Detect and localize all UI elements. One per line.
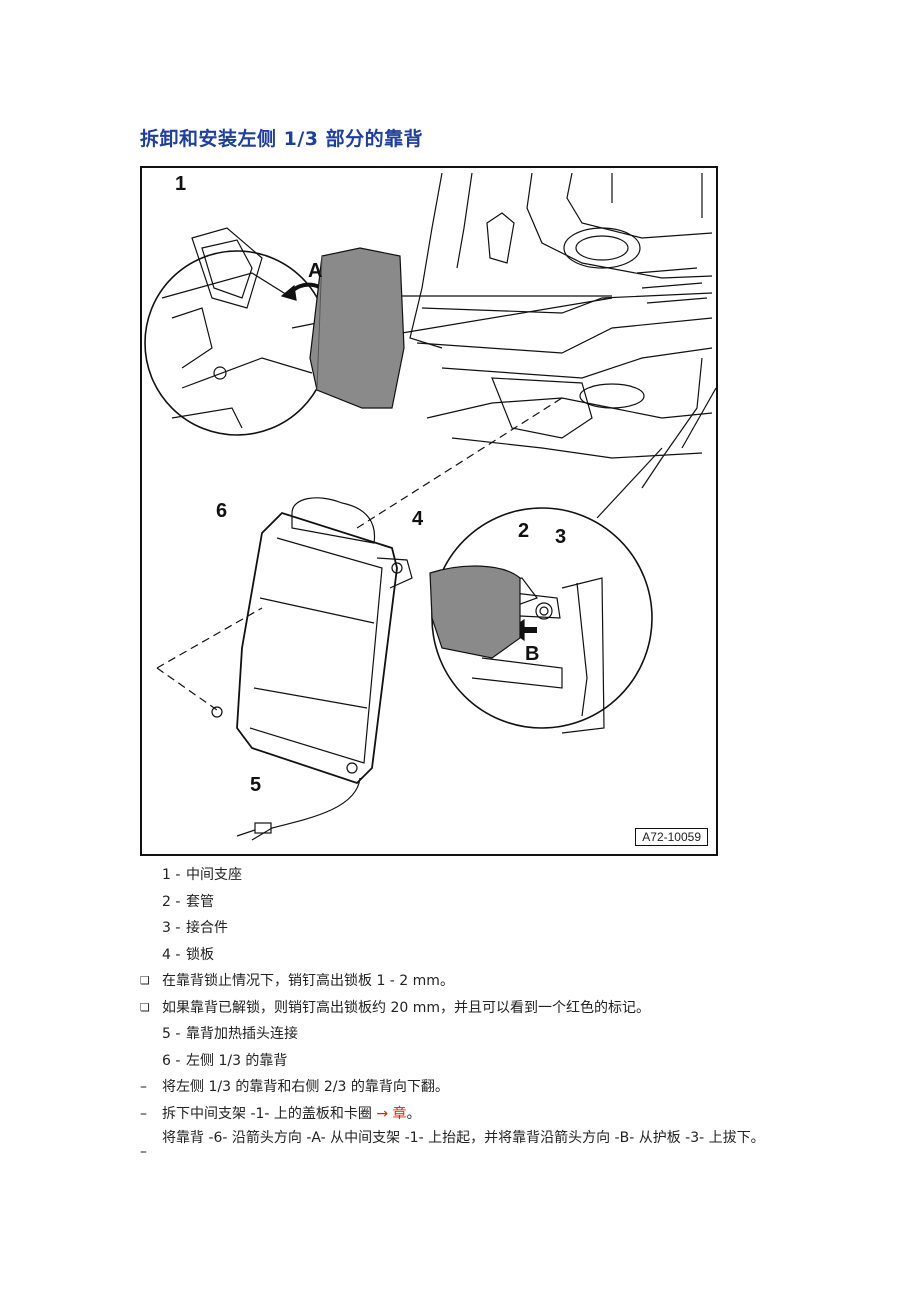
callout-4: 4 [412, 508, 424, 530]
dash-bullet: – [140, 1105, 147, 1122]
callout-1: 1 [175, 173, 187, 195]
legend: 1 -中间支座 2 -套管 3 -接合件 4 -锁板 ❑在靠背锁止情况下，销钉高… [140, 862, 800, 1173]
legend-item: 6 -左侧 1/3 的靠背 [162, 1052, 288, 1069]
dash-bullet: – [140, 1079, 147, 1095]
technical-illustration: 1 2 3 4 5 6 A B A72-10059 [140, 166, 718, 856]
dash-bullet: – [140, 1144, 147, 1160]
legend-item: 2 -套管 [162, 893, 214, 910]
figure-code: A72-10059 [635, 828, 708, 846]
page-title: 拆卸和安装左侧 1/3 部分的靠背 [140, 128, 424, 150]
chapter-link[interactable]: → 章 [376, 1105, 407, 1122]
arrow-label-a: A [308, 260, 323, 282]
legend-item: 4 -锁板 [162, 946, 214, 963]
note-item: ❑如果靠背已解锁，则销钉高出锁板约 20 mm，并且可以看到一个红色的标记。 [140, 995, 800, 1022]
callout-2: 2 [518, 520, 530, 542]
legend-item: 3 -接合件 [162, 920, 228, 936]
checkbox-bullet-icon: ❑ [140, 1000, 150, 1014]
checkbox-bullet-icon: ❑ [140, 974, 150, 987]
callout-5: 5 [250, 774, 262, 796]
legend-item: 5 -靠背加热插头连接 [162, 1026, 298, 1042]
step-item: –将靠背 -6- 沿箭头方向 -A- 从中间支架 -1- 上抬起，并将靠背沿箭头… [140, 1127, 800, 1173]
arrow-label-b: B [525, 643, 540, 665]
step-item: –将左侧 1/3 的靠背和右侧 2/3 的靠背向下翻。 [140, 1074, 800, 1101]
seatback-section [309, 247, 405, 409]
legend-item: 1 -中间支座 [162, 867, 242, 883]
illustration-drawing [144, 172, 716, 841]
step-item: –拆下中间支架 -1- 上的盖板和卡圈 → 章。 [140, 1101, 800, 1128]
note-item: ❑在靠背锁止情况下，销钉高出锁板 1 - 2 mm。 [140, 968, 800, 995]
callout-3: 3 [555, 526, 567, 548]
callout-6: 6 [216, 500, 228, 522]
seatback-detail [429, 565, 521, 659]
